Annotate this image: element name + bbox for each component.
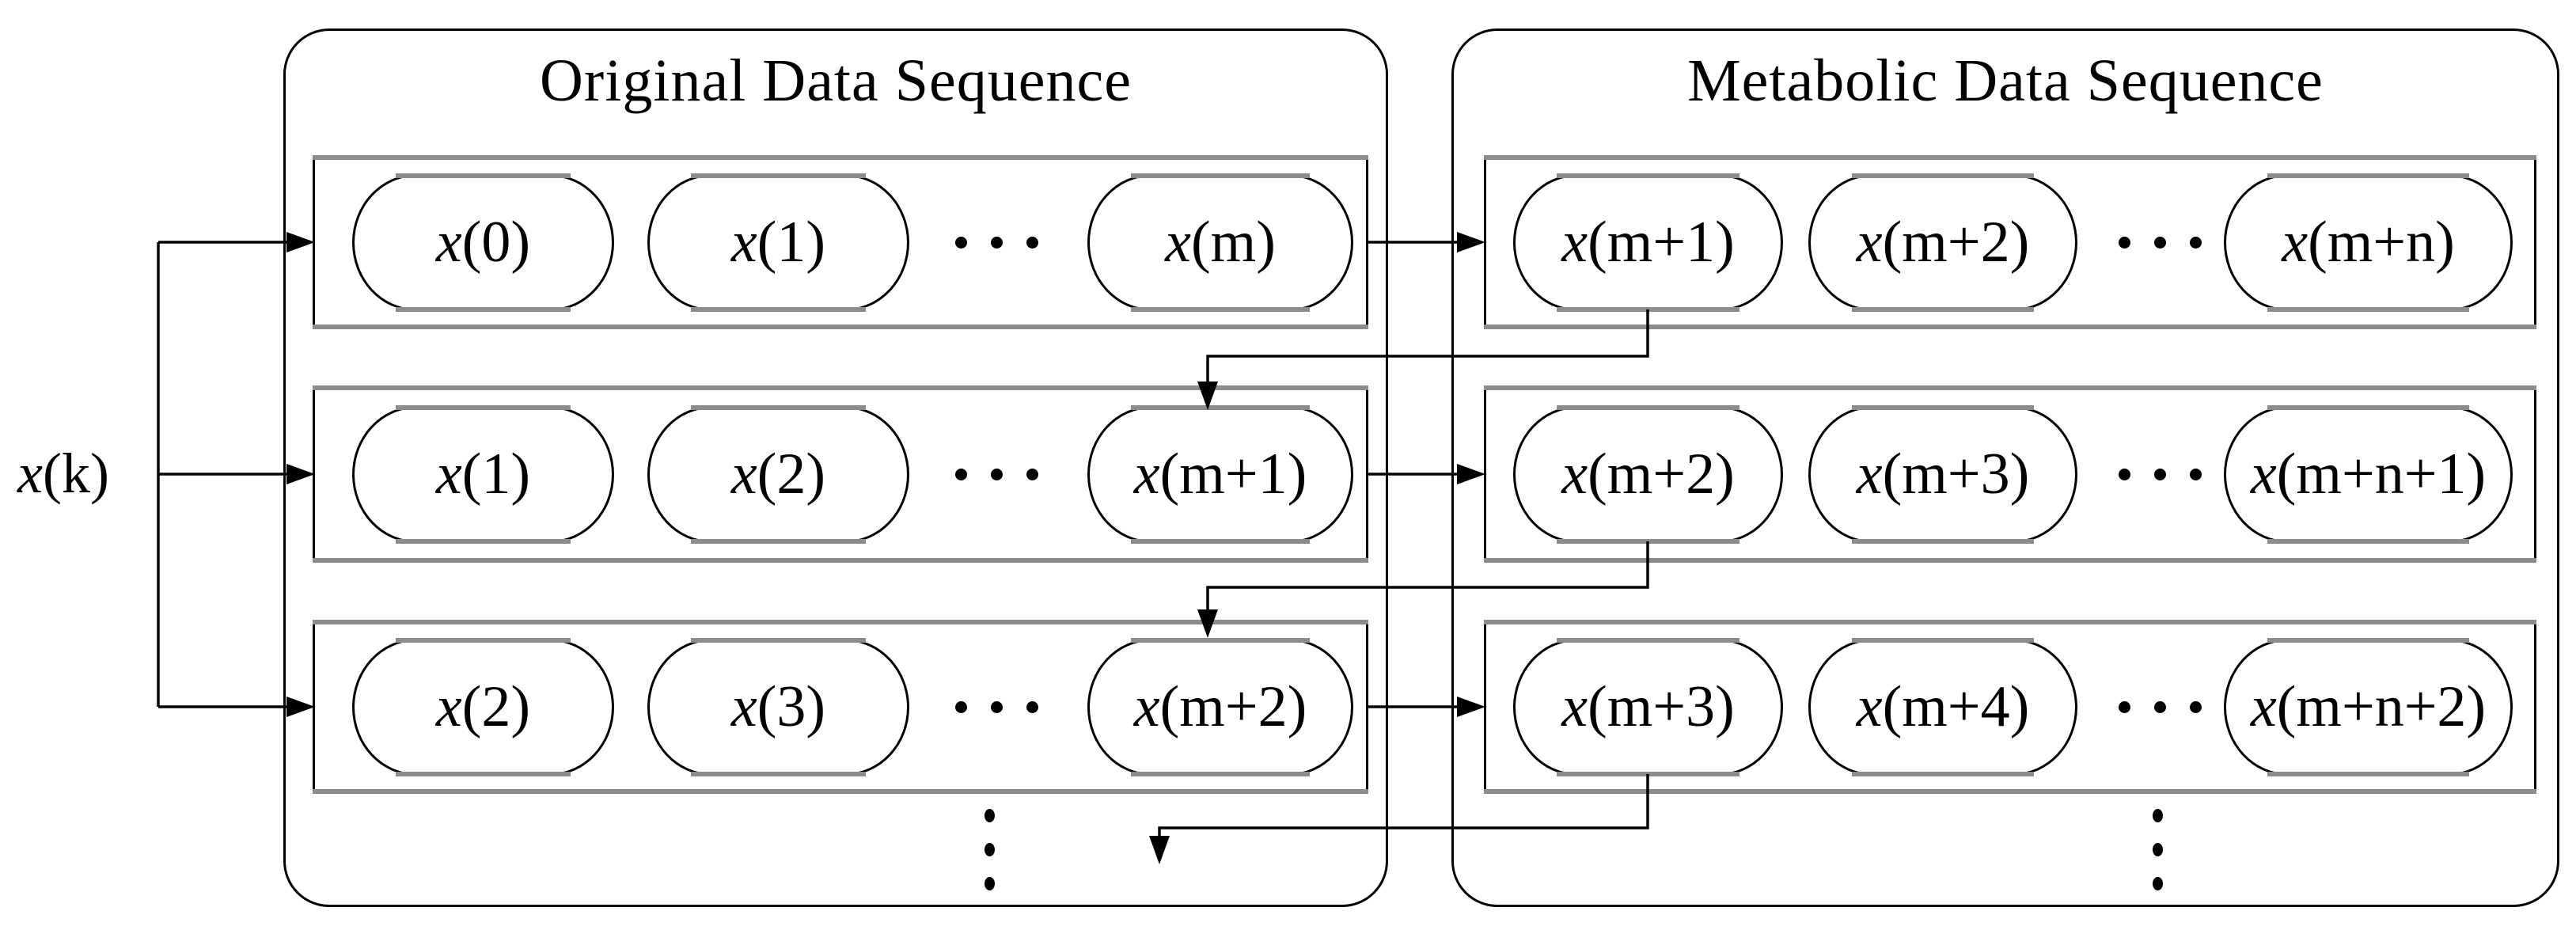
- sequence-node: x(1): [647, 173, 909, 312]
- sequence-node: x(3): [647, 638, 909, 776]
- vertical-ellipsis: [962, 809, 1016, 890]
- sequence-node: x(m): [1087, 173, 1353, 312]
- sequence-node: x(m+n): [2224, 173, 2513, 312]
- node-label: x(m+1): [1561, 210, 1735, 275]
- node-label: x(m+n): [2282, 210, 2455, 275]
- ellipsis-dot: [2189, 701, 2202, 713]
- horizontal-ellipsis: [2112, 701, 2207, 713]
- metabolic-panel-title: Metabolic Data Sequence: [1687, 47, 2324, 114]
- horizontal-ellipsis: [949, 237, 1044, 249]
- horizontal-ellipsis: [949, 701, 1044, 713]
- sequence-node: x(m+1): [1513, 173, 1783, 312]
- sequence-node: x(m+n+1): [2224, 405, 2513, 544]
- ellipsis-dot: [984, 809, 995, 822]
- sequence-node: x(2): [647, 405, 909, 544]
- sequence-node: x(m+3): [1808, 405, 2077, 544]
- ellipsis-dot: [2153, 237, 2166, 249]
- node-label: x(m+2): [1856, 210, 2030, 275]
- horizontal-ellipsis: [949, 469, 1044, 480]
- ellipsis-dot: [954, 469, 967, 480]
- ellipsis-dot: [2118, 701, 2130, 713]
- node-label: x(2): [730, 442, 826, 507]
- ellipsis-dot: [1026, 469, 1038, 480]
- node-label: x(2): [435, 674, 531, 739]
- node-label: x(m+n+2): [2250, 674, 2487, 739]
- ellipsis-dot: [2153, 701, 2166, 713]
- ellipsis-dot: [2118, 237, 2130, 249]
- ellipsis-dot: [954, 237, 967, 249]
- node-label: x(m+2): [1561, 442, 1735, 507]
- original-panel-title: Original Data Sequence: [540, 47, 1132, 114]
- node-label: x(m+4): [1856, 674, 2030, 739]
- node-label: x(3): [730, 674, 826, 739]
- ellipsis-dot: [2118, 469, 2130, 480]
- node-label: x(1): [730, 210, 826, 275]
- sequence-node: x(m+4): [1808, 638, 2077, 776]
- ellipsis-dot: [2152, 877, 2163, 890]
- ellipsis-dot: [2189, 469, 2202, 480]
- ellipsis-dot: [1026, 701, 1038, 713]
- horizontal-ellipsis: [2112, 237, 2207, 249]
- ellipsis-dot: [2153, 469, 2166, 480]
- ellipsis-dot: [2189, 237, 2202, 249]
- input-sequence-label: x(k): [17, 442, 109, 505]
- horizontal-ellipsis: [2112, 469, 2207, 480]
- node-label: x(m+n+1): [2250, 442, 2487, 507]
- node-label: x(1): [435, 442, 531, 507]
- ellipsis-dot: [2152, 809, 2163, 822]
- sequence-node: x(m+2): [1087, 638, 1353, 776]
- ellipsis-dot: [2152, 843, 2163, 856]
- ellipsis-dot: [990, 701, 1003, 713]
- ellipsis-dot: [984, 877, 995, 890]
- node-label: x(m+3): [1856, 442, 2030, 507]
- node-label: x(m): [1165, 210, 1276, 275]
- sequence-node: x(m+3): [1513, 638, 1783, 776]
- sequence-node: x(2): [352, 638, 614, 776]
- node-label: x(0): [435, 210, 531, 275]
- ellipsis-dot: [954, 701, 967, 713]
- sequence-node: x(m+n+2): [2224, 638, 2513, 776]
- ellipsis-dot: [984, 843, 995, 856]
- node-label: x(m+3): [1561, 674, 1735, 739]
- ellipsis-dot: [990, 237, 1003, 249]
- sequence-node: x(m+2): [1513, 405, 1783, 544]
- node-label: x(m+2): [1133, 674, 1307, 739]
- sequence-node: x(0): [352, 173, 614, 312]
- vertical-ellipsis: [2130, 809, 2184, 890]
- sequence-node: x(m+1): [1087, 405, 1353, 544]
- sequence-node: x(m+2): [1808, 173, 2077, 312]
- sequence-node: x(1): [352, 405, 614, 544]
- ellipsis-dot: [1026, 237, 1038, 249]
- ellipsis-dot: [990, 469, 1003, 480]
- node-label: x(m+1): [1133, 442, 1307, 507]
